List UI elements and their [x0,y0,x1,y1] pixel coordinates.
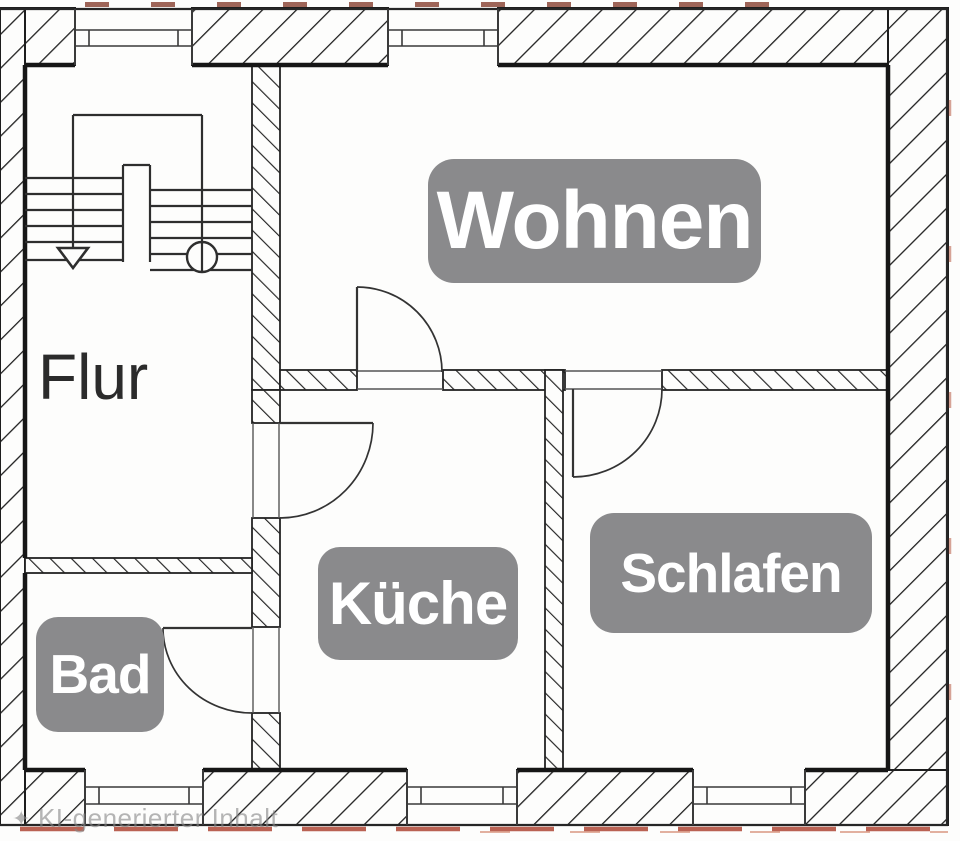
wall-top-mid-pier [191,7,389,66]
window-top-wohnen [387,9,499,65]
room-label-kueche: Küche [318,547,518,660]
wall-flur-kueche-b [251,517,281,628]
door-wohnen [355,286,443,373]
door-opening-jambs [252,370,662,713]
wall-wohnen-schlafen [661,369,889,391]
door-bad [162,626,253,714]
room-label-kueche-text: Küche [328,569,508,637]
room-label-wohnen: Wohnen [428,159,761,283]
wall-bottom-right-pier [804,769,949,826]
room-label-flur: Flur [38,345,148,409]
wall-right [887,7,949,826]
wall-edges-heavy [22,62,891,773]
door-kueche [279,421,374,519]
windows [74,9,806,825]
doors [162,286,663,714]
room-label-schlafen-text: Schlafen [620,541,842,604]
window-bottom-kueche [406,770,518,825]
ai-watermark: ✦ KI-generierter Inhalt [12,803,278,834]
staircase [25,113,252,274]
door-schlafen [571,388,663,478]
window-bottom-bad [84,770,204,825]
red-edge-marks [20,2,952,833]
wall-flur-wohnen [251,64,281,391]
window-top-flur [74,9,193,65]
wall-bottom-pier-3 [516,769,694,826]
wall-flur-bad [24,557,253,574]
room-label-schlafen: Schlafen [590,513,872,633]
room-label-bad: Bad [36,617,164,732]
wall-left [0,7,26,826]
window-bottom-schlafen [692,770,806,825]
wall-kueche-schlafen [544,369,564,771]
wall-edges-outer [0,7,949,827]
wall-top-right-pier [497,7,949,66]
room-label-bad-text: Bad [49,643,152,705]
room-label-wohnen-text: Wohnen [436,175,754,266]
wall-bad-kueche [251,712,281,771]
wall-wohnen-kueche-a [279,369,358,391]
wall-wohnen-kueche-b [442,369,566,391]
room-label-flur-text: Flur [38,341,149,413]
stair-arrow-icon [55,246,91,271]
ai-watermark-text: KI-generierter Inhalt [37,803,279,833]
sparkle-icon: ✦ [12,805,31,831]
wall-flur-kueche-a [251,389,281,424]
